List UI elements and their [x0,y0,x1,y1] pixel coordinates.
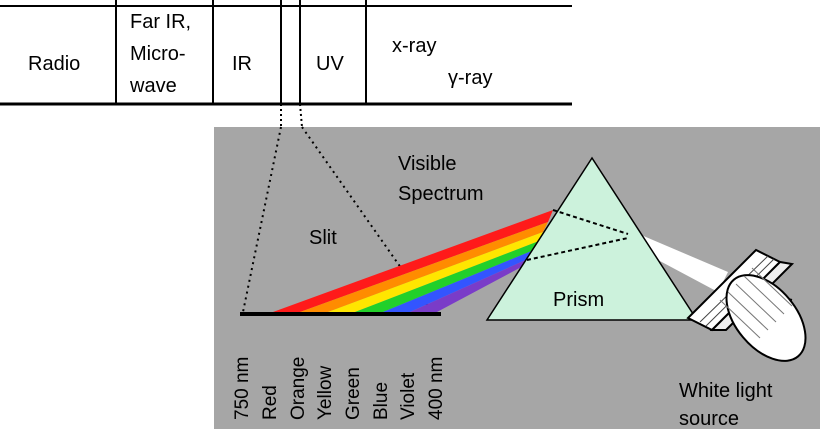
band-orange [300,222,548,312]
label-yellow: Yellow [315,365,336,420]
lamp-filament-line [751,267,793,307]
prism-internal-ray-bottom [526,237,629,261]
lamp-filament-line [727,291,769,331]
band-label-ir: IR [232,53,252,75]
band-label-radio: Radio [28,53,80,75]
band-red [273,210,553,312]
lamp-filament-line [743,275,785,315]
lamp-filament-line [719,299,761,339]
prism-internal-ray-top [552,209,629,235]
band-blue [383,250,534,312]
band-label-far-ir-line3: wave [129,75,177,97]
label-white-light: White light [679,380,773,402]
lamp-reflector [725,274,807,362]
label-orange: Orange [288,357,309,420]
rainbow-fan [273,210,553,312]
label-source: source [679,408,739,429]
band-yellow [328,232,543,312]
label-spectrum: Spectrum [398,183,484,205]
label-red: Red [260,385,281,420]
label-prism: Prism [553,289,604,311]
label-violet: Violet [398,372,419,420]
label-green: Green [343,367,364,420]
band-green [355,241,539,312]
label-750nm: 750 nm [232,357,253,420]
band-label-far-ir-line1: Far IR, [130,11,191,33]
lamp-filament-line [735,283,777,323]
visible-guide-right [301,126,433,313]
visible-guide-right-top [299,103,303,128]
prism [485,156,699,321]
band-label-gamma-ray: γ-ray [448,67,492,89]
label-400nm: 400 nm [426,357,447,420]
em-band-bar: Radio Far IR, Micro- wave IR UV x-ray γ-… [0,0,572,106]
band-label-far-ir-line2: Micro- [130,43,186,65]
band-violet [410,258,530,312]
band-label-xray: x-ray [392,35,436,57]
spectrum-tick-labels: 750 nm Red Orange Yellow Green Blue Viol… [232,357,447,420]
visible-guide-left [242,126,282,313]
label-blue: Blue [371,382,392,420]
band-label-uv: UV [316,53,344,75]
white-light-source [686,248,807,362]
label-visible: Visible [398,153,457,175]
label-slit: Slit [309,227,337,249]
